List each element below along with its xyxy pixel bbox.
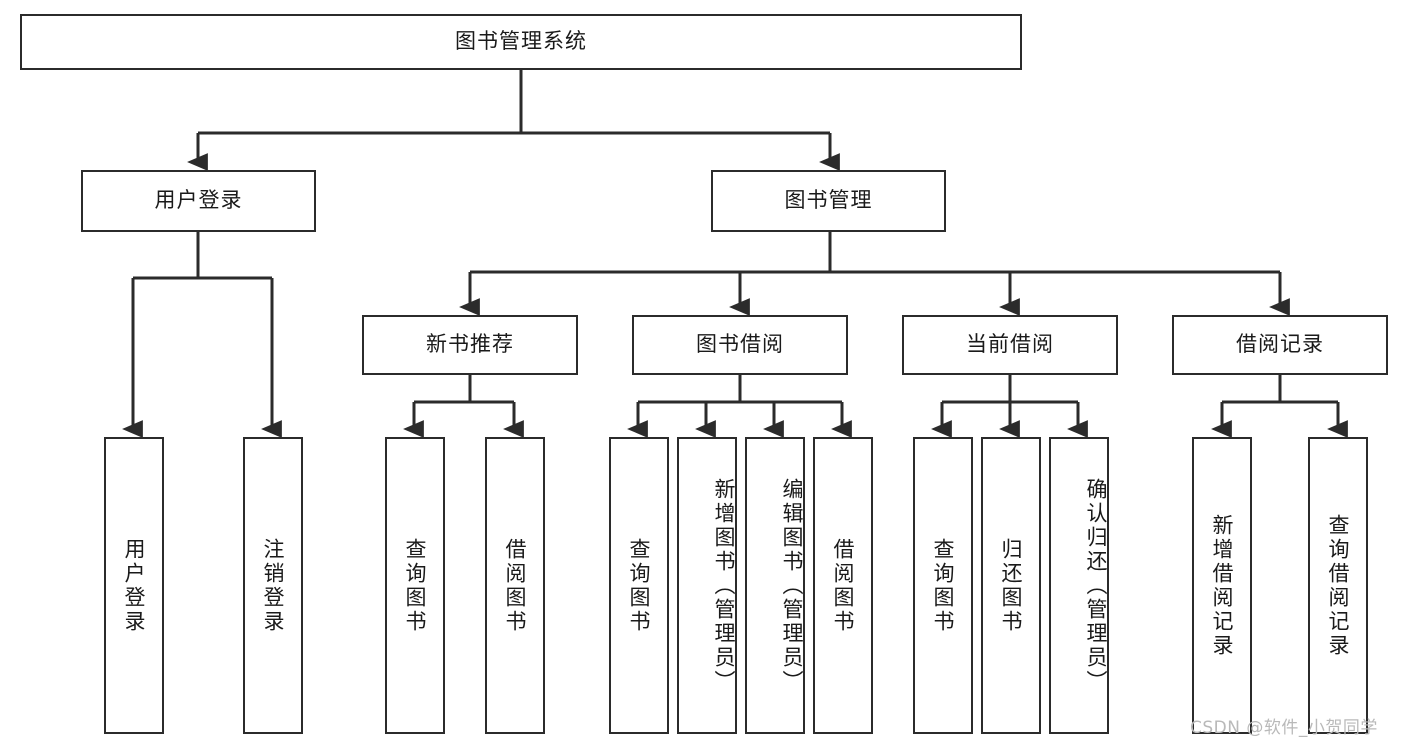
leaf-user-login[interactable]: 用户登录 [104,437,164,734]
leaf-add-record[interactable]: 新增借阅记录 [1192,437,1252,734]
leaf-user-logout[interactable]: 注销登录 [243,437,303,734]
node-new-book-recommend[interactable]: 新书推荐 [362,315,578,375]
leaf-confirm-return[interactable]: 确认归还（管理员） [1049,437,1109,734]
leaf-return-book[interactable]: 归还图书 [981,437,1041,734]
leaf-query-book-3[interactable]: 查询图书 [913,437,973,734]
leaf-borrow-book-2[interactable]: 借阅图书 [813,437,873,734]
node-root[interactable]: 图书管理系统 [20,14,1022,70]
leaf-query-book-1[interactable]: 查询图书 [385,437,445,734]
node-borrow-record[interactable]: 借阅记录 [1172,315,1388,375]
node-book-borrow[interactable]: 图书借阅 [632,315,848,375]
leaf-add-book[interactable]: 新增图书（管理员） [677,437,737,734]
leaf-edit-book[interactable]: 编辑图书（管理员） [745,437,805,734]
leaf-query-record[interactable]: 查询借阅记录 [1308,437,1368,734]
node-book-manage[interactable]: 图书管理 [711,170,946,232]
node-user-login[interactable]: 用户登录 [81,170,316,232]
node-current-borrow[interactable]: 当前借阅 [902,315,1118,375]
leaf-query-book-2[interactable]: 查询图书 [609,437,669,734]
leaf-borrow-book-1[interactable]: 借阅图书 [485,437,545,734]
